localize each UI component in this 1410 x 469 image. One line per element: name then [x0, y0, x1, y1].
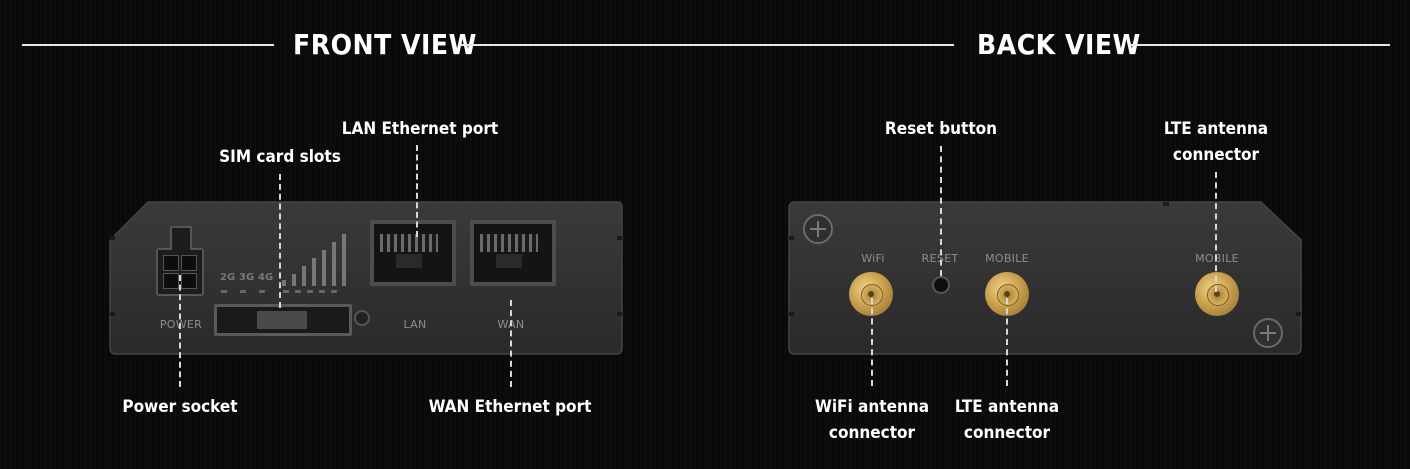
back-device-body	[788, 201, 1302, 355]
led-indicator-row	[221, 290, 371, 294]
mobile-silkscreen-1: MOBILE	[985, 252, 1029, 265]
front-device-panel: POWER 2G 3G 4G LAN WAN	[108, 200, 624, 356]
lte-bottom-leader-line	[1006, 298, 1008, 386]
lte-antenna-bottom-label-line2: connector	[963, 423, 1051, 443]
wan-ethernet-port	[470, 220, 556, 286]
lte-antenna-top-label-line1: LTE antenna	[1163, 119, 1269, 139]
wifi-antenna-label-line2: connector	[828, 423, 916, 443]
mobile-silkscreen-2: MOBILE	[1195, 252, 1239, 265]
front-view-title: FRONT VIEW	[293, 28, 477, 61]
wifi-antenna-label-line1: WiFi antenna	[814, 397, 930, 417]
lte-antenna-bottom-label-line1: LTE antenna	[954, 397, 1060, 417]
screw-top-left-icon	[803, 214, 833, 244]
wifi-leader-line	[871, 298, 873, 386]
sim-leader-line	[279, 174, 281, 308]
screw-bottom-right-icon	[1253, 318, 1283, 348]
lan-port-label: LAN Ethernet port	[341, 119, 499, 139]
reset-button	[932, 276, 950, 294]
lte-antenna-connector-2	[1195, 272, 1239, 316]
front-title-rule-right	[458, 44, 954, 46]
sim-card-slot	[214, 304, 352, 336]
signal-strength-icon	[282, 234, 346, 286]
power-socket	[156, 248, 204, 296]
power-leader-line	[179, 275, 181, 387]
lte-antenna-top-label-line2: connector	[1172, 145, 1260, 165]
back-title-rule-right	[1130, 44, 1390, 46]
wan-port-label: WAN Ethernet port	[428, 397, 592, 417]
back-device-panel: WiFi RESET MOBILE MOBILE	[787, 200, 1303, 356]
power-silkscreen: POWER	[159, 318, 203, 331]
power-socket-latch	[170, 226, 192, 250]
lte-top-leader-line	[1215, 172, 1217, 292]
lte-antenna-connector-1	[985, 272, 1029, 316]
lan-silkscreen: LAN	[403, 318, 427, 331]
lan-ethernet-port	[370, 220, 456, 286]
wifi-silkscreen: WiFi	[861, 252, 885, 265]
led-4g-label: 4G	[258, 272, 274, 283]
sim-slots-label: SIM card slots	[219, 147, 341, 167]
reset-button-label: Reset button	[884, 119, 998, 139]
led-3g-label: 3G	[239, 272, 255, 283]
lan-leader-line	[416, 145, 418, 237]
power-socket-label: Power socket	[122, 397, 238, 417]
front-title-rule-left	[22, 44, 274, 46]
led-2g-label: 2G	[220, 272, 236, 283]
reset-silkscreen: RESET	[921, 252, 959, 265]
back-view-title: BACK VIEW	[977, 28, 1141, 61]
sim-eject-hole	[354, 310, 370, 326]
reset-leader-line	[940, 146, 942, 276]
wan-leader-line	[510, 300, 512, 387]
